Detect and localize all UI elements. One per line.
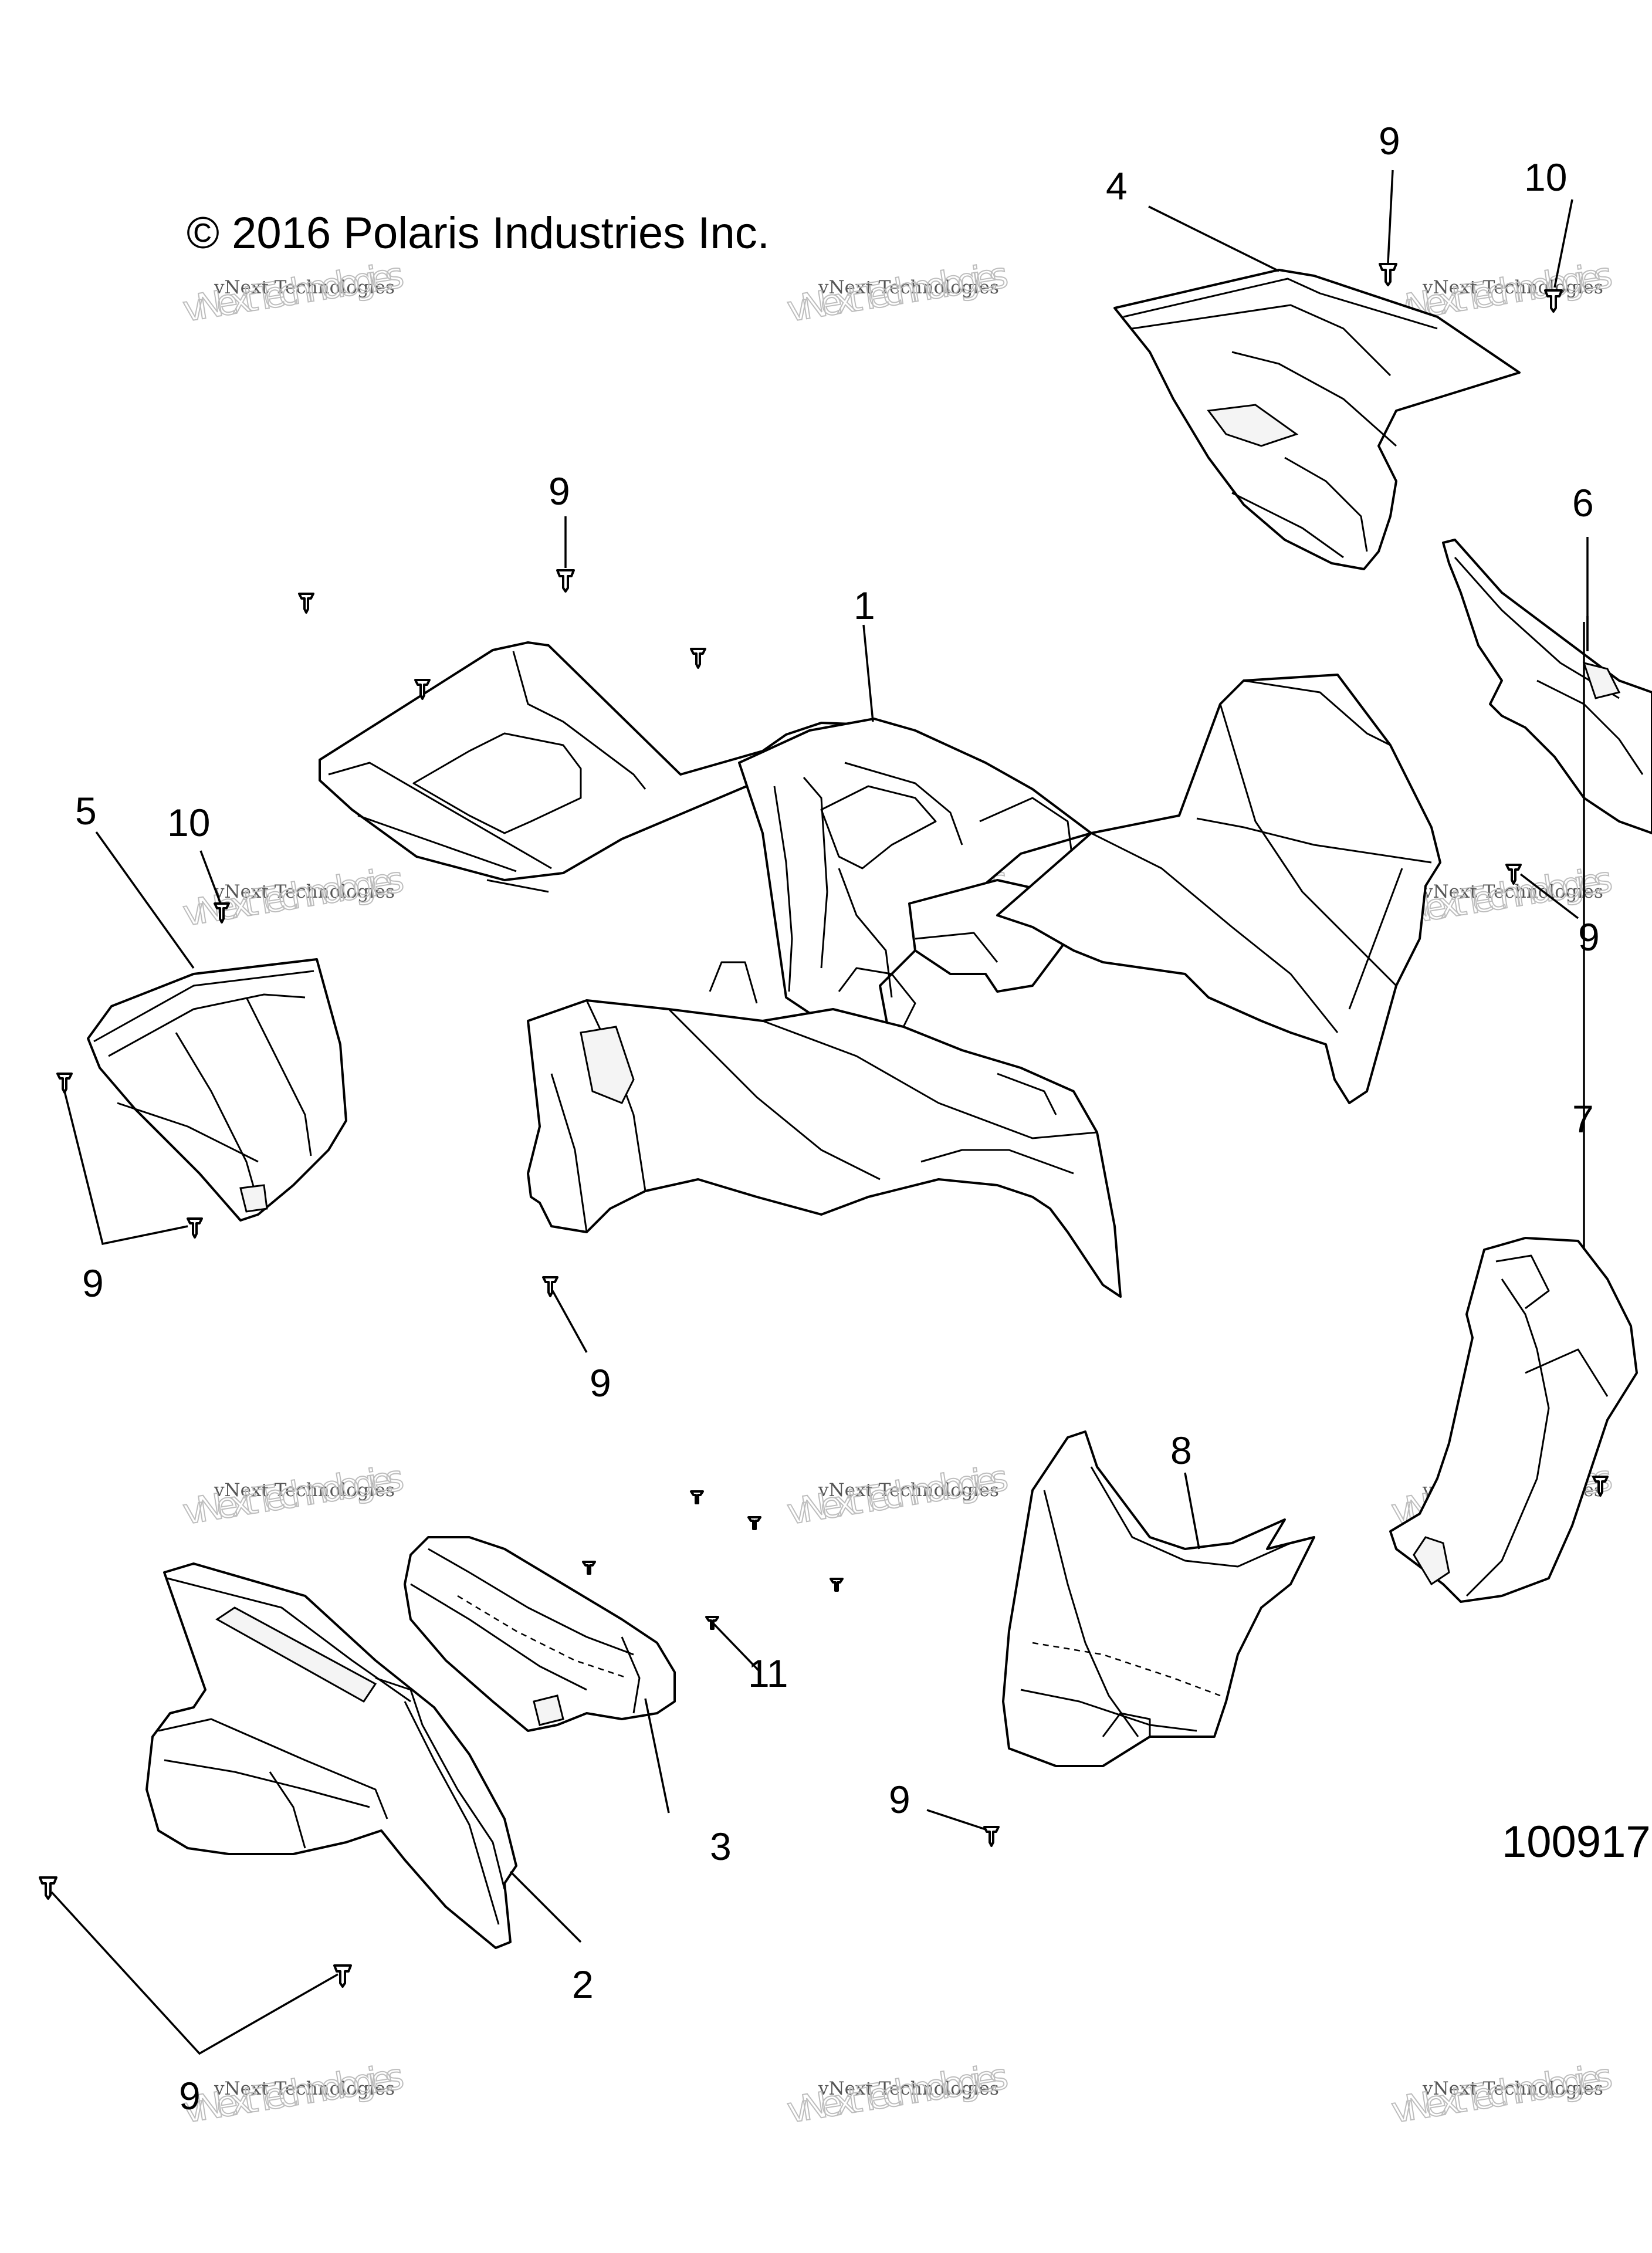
fastener-icon [298,593,314,614]
fastener-icon [414,679,431,700]
watermark-line2: vNext Technologies [784,2056,1011,2132]
watermark-line2: vNext Technologies [180,2056,407,2132]
fastener-icon [690,648,706,669]
fastener-icon [1592,1476,1609,1497]
part-3-air-duct [404,1536,676,1732]
watermark-line1: vNext Technologies [214,277,395,298]
fastener-icon [983,1826,1000,1847]
callout-9: 9 [889,1778,910,1821]
callout-9: 9 [179,2074,201,2117]
callout-6: 6 [1572,481,1594,525]
fastener-icon [214,902,230,923]
callout-10: 10 [1524,155,1567,199]
part-7-side-panel [1389,1237,1638,1603]
screw-icon [747,1516,761,1530]
fastener-icon [1505,864,1522,885]
watermark-line1: vNext Technologies [214,1480,395,1501]
callout-9: 9 [590,1361,611,1405]
watermark: vNext Technologies vNext Technologies [180,2055,407,2132]
diagram-number: 100917 [1502,1817,1651,1867]
fastener-icon [1544,289,1563,313]
watermark-line2: vNext Technologies [180,255,407,330]
screw-icon [582,1561,596,1575]
screw-icon [690,1490,704,1504]
watermark-line2: vNext Technologies [1389,2056,1615,2132]
watermark: vNext Technologies vNext Technologies [784,2055,1011,2132]
fastener-icon [333,1964,352,1988]
watermark-line1: vNext Technologies [1422,881,1603,902]
part-5-side-panel [87,958,347,1222]
callout-1: 1 [854,584,875,627]
callout-4: 4 [1106,164,1128,208]
watermark: vNext Technologies vNext Technologies [180,254,407,331]
callout-9: 9 [1578,915,1600,959]
fastener-icon [542,1276,558,1297]
watermark-line2: vNext Technologies [180,859,407,935]
leader-lines [50,170,1589,2055]
watermark-line1: vNext Technologies [818,2078,999,2099]
callout-8: 8 [1170,1429,1192,1472]
part-2-side-panel [145,1562,517,1949]
watermark-line1: vNext Technologies [818,1480,999,1501]
fastener-icon [556,569,575,593]
part-8-body-panel [1002,1430,1315,1767]
watermark-line2: vNext Technologies [784,255,1011,330]
callout-9: 9 [549,469,570,513]
callout-3: 3 [710,1825,732,1868]
watermark-line1: vNext Technologies [214,881,395,902]
watermark-line1: vNext Technologies [214,2078,395,2099]
callout-5: 5 [75,789,97,833]
watermark: vNext Technologies vNext Technologies [784,1457,1011,1534]
watermark: vNext Technologies vNext Technologies [1388,2055,1616,2132]
callout-11: 11 [748,1652,788,1695]
watermark-line1: vNext Technologies [1422,277,1603,298]
watermark: vNext Technologies vNext Technologies [180,858,407,935]
fastener-icon [39,1876,57,1900]
part-4-side-panel [1113,269,1521,570]
callout-7: 7 [1572,1097,1594,1141]
fastener-icon [1379,263,1397,286]
watermark-line2: vNext Technologies [180,1457,407,1533]
callout-10: 10 [167,801,210,844]
part-6-side-panel [1442,539,1652,834]
watermark-line2: vNext Technologies [784,1457,1011,1533]
watermark-line1: vNext Technologies [1422,2078,1603,2099]
fastener-icon [56,1073,73,1094]
callouts: 1 4 9 10 6 9 5 10 9 9 9 7 8 11 3 9 2 9 [75,119,1600,2117]
watermark: vNext Technologies vNext Technologies [180,1457,407,1534]
watermark: vNext Technologies vNext Technologies [784,254,1011,331]
copyright-text: © 2016 Polaris Industries Inc. [187,208,770,258]
callout-9: 9 [82,1261,104,1305]
watermark-line1: vNext Technologies [818,277,999,298]
callout-9: 9 [1379,119,1400,163]
fastener-icon [187,1217,203,1239]
fasteners [39,263,1609,1988]
part-1-front-cab [319,641,1441,1298]
callout-2: 2 [572,1963,594,2006]
screw-icon [830,1578,844,1592]
